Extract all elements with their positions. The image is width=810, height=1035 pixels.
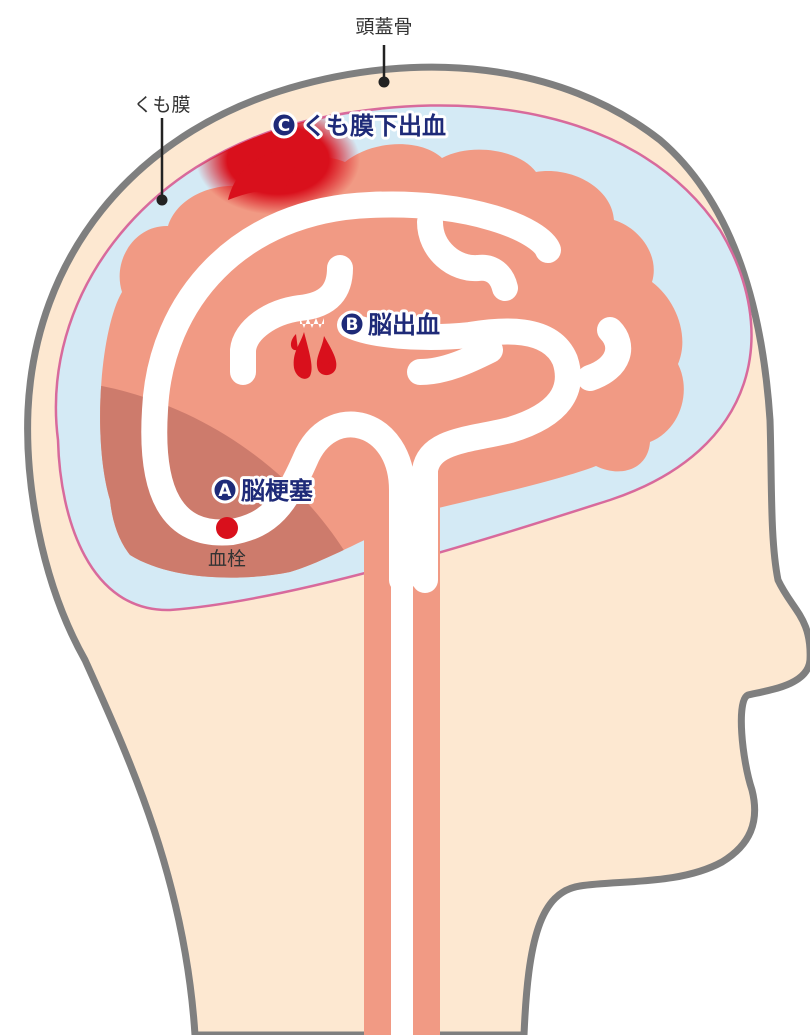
badge-b-letter: B [346, 315, 359, 335]
callout-cerebral-infarction: A 脳梗塞 [213, 477, 313, 505]
badge-c-letter: C [278, 116, 290, 136]
badge-a-letter: A [218, 481, 232, 501]
skull-label: 頭蓋骨 [355, 16, 412, 38]
thrombus-dot [216, 517, 238, 539]
arachnoid-label: くも膜 [133, 94, 190, 116]
skull-pointer-dot [379, 77, 390, 88]
callout-b-text: 脳出血 [368, 311, 440, 339]
arachnoid-pointer-dot [157, 195, 168, 206]
thrombus-label: 血栓 [208, 548, 246, 570]
callout-a-text: 脳梗塞 [241, 477, 313, 505]
callout-c-text: くも膜下出血 [302, 112, 446, 140]
callout-intracerebral-hemorrhage: B 脳出血 [340, 311, 440, 339]
